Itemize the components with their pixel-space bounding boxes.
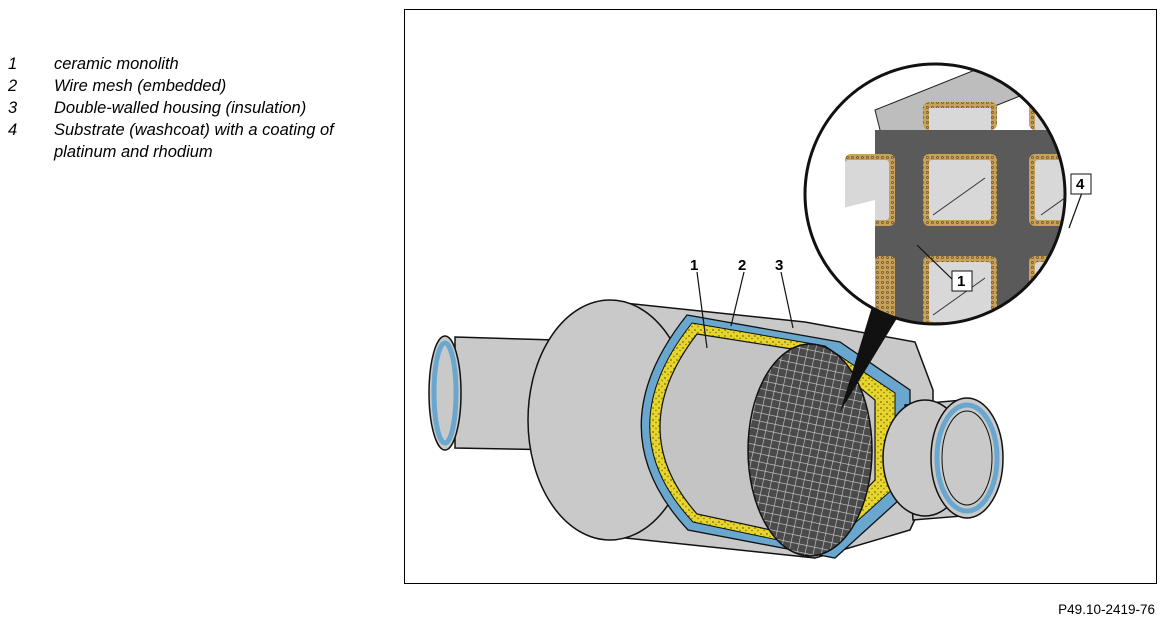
legend-item-2: 2 Wire mesh (embedded) xyxy=(8,75,388,97)
legend-item-1: 1 ceramic monolith xyxy=(8,53,388,75)
catalytic-converter-diagram: 1 2 3 4 1 xyxy=(428,62,1092,559)
zoom-pointer xyxy=(840,287,902,412)
legend-item-4: 4 Substrate (washcoat) with a coating of… xyxy=(8,119,388,163)
legend-label: Substrate (washcoat) with a coating of p… xyxy=(54,121,334,161)
legend-number: 2 xyxy=(8,77,18,95)
callout-1-zoom-box xyxy=(951,270,973,292)
legend: 1 ceramic monolith 2 Wire mesh (embedded… xyxy=(8,53,388,163)
callout-2: 2 xyxy=(738,257,746,274)
legend-label: Double-walled housing (insulation) xyxy=(54,99,307,117)
callout-4-box xyxy=(1070,173,1092,195)
legend-label: Wire mesh (embedded) xyxy=(54,77,227,95)
legend-number: 1 xyxy=(8,55,18,73)
cutaway-section xyxy=(640,314,911,559)
legend-number: 4 xyxy=(8,121,18,139)
zoom-circle-border xyxy=(803,62,1067,326)
legend-label: ceramic monolith xyxy=(54,55,179,73)
legend-item-3: 3 Double-walled housing (insulation) xyxy=(8,97,388,119)
outlet-pipe xyxy=(882,397,1004,521)
diagram-frame: 1 2 3 4 1 xyxy=(404,9,1157,584)
callout-1: 1 xyxy=(690,257,698,274)
callout-4: 4 xyxy=(1076,176,1085,193)
callout-3: 3 xyxy=(775,257,783,274)
legend-number: 3 xyxy=(8,99,18,117)
figure-id: P49.10-2419-76 xyxy=(1058,602,1155,617)
leader-lines xyxy=(696,189,1084,349)
callout-1-zoom: 1 xyxy=(957,273,965,290)
